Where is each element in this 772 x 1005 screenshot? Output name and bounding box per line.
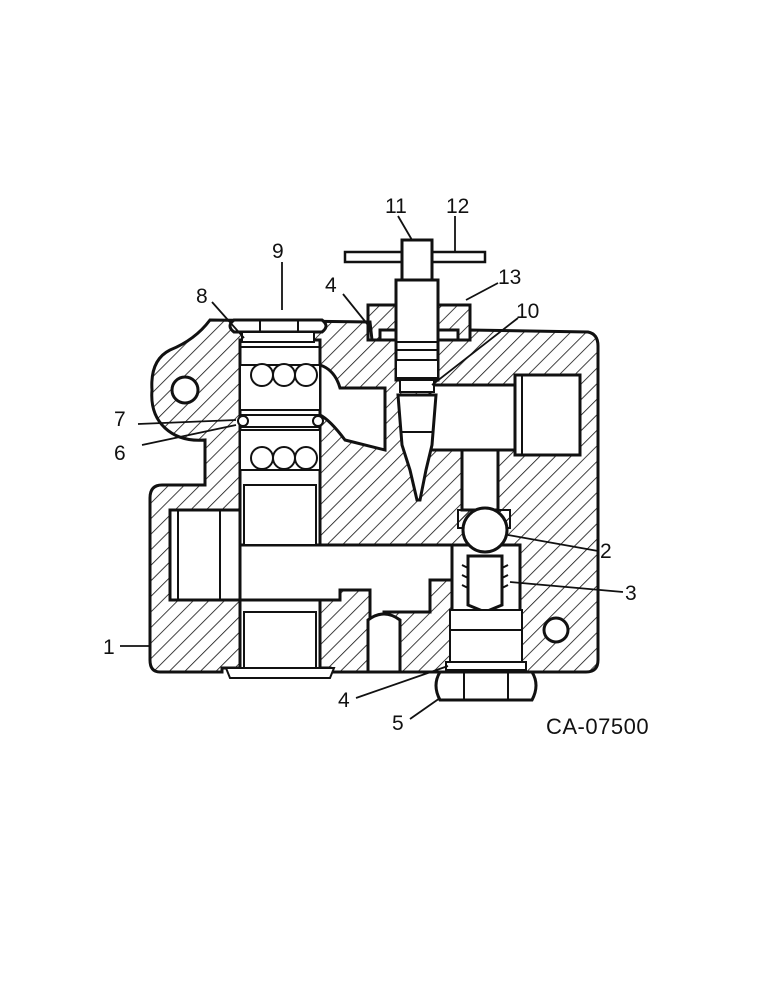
callout-13: 13 xyxy=(498,266,521,289)
hex-plug-5 xyxy=(434,670,538,702)
callout-9: 9 xyxy=(272,240,284,263)
leader-lines xyxy=(120,215,624,720)
valve-body xyxy=(148,318,600,674)
callout-3: 3 xyxy=(625,582,637,605)
callout-6: 6 xyxy=(114,442,126,465)
callout-12: 12 xyxy=(446,195,469,218)
callout-2: 2 xyxy=(600,540,612,563)
callout-1: 1 xyxy=(103,636,115,659)
callout-4-upper: 4 xyxy=(325,274,337,297)
callout-4-lower: 4 xyxy=(338,689,350,712)
spring-3 xyxy=(466,554,504,614)
callout-labels: 1 2 3 4 4 5 6 7 8 9 10 11 12 13 xyxy=(103,195,637,735)
callout-10: 10 xyxy=(516,300,539,323)
needle-valve-assembly xyxy=(343,238,487,502)
top-plug-9 xyxy=(228,318,328,348)
callout-7: 7 xyxy=(114,408,126,431)
check-valve-assembly xyxy=(434,506,538,702)
left-spool-assembly xyxy=(224,363,336,679)
figure-id: CA-07500 xyxy=(546,714,649,739)
seal-4-lower xyxy=(445,661,527,671)
callout-11: 11 xyxy=(385,195,407,218)
callout-8: 8 xyxy=(196,285,208,308)
check-ball-2 xyxy=(461,506,509,554)
o-ring-10 xyxy=(399,379,435,393)
o-ring-7 xyxy=(237,415,249,427)
callout-5: 5 xyxy=(392,712,404,735)
